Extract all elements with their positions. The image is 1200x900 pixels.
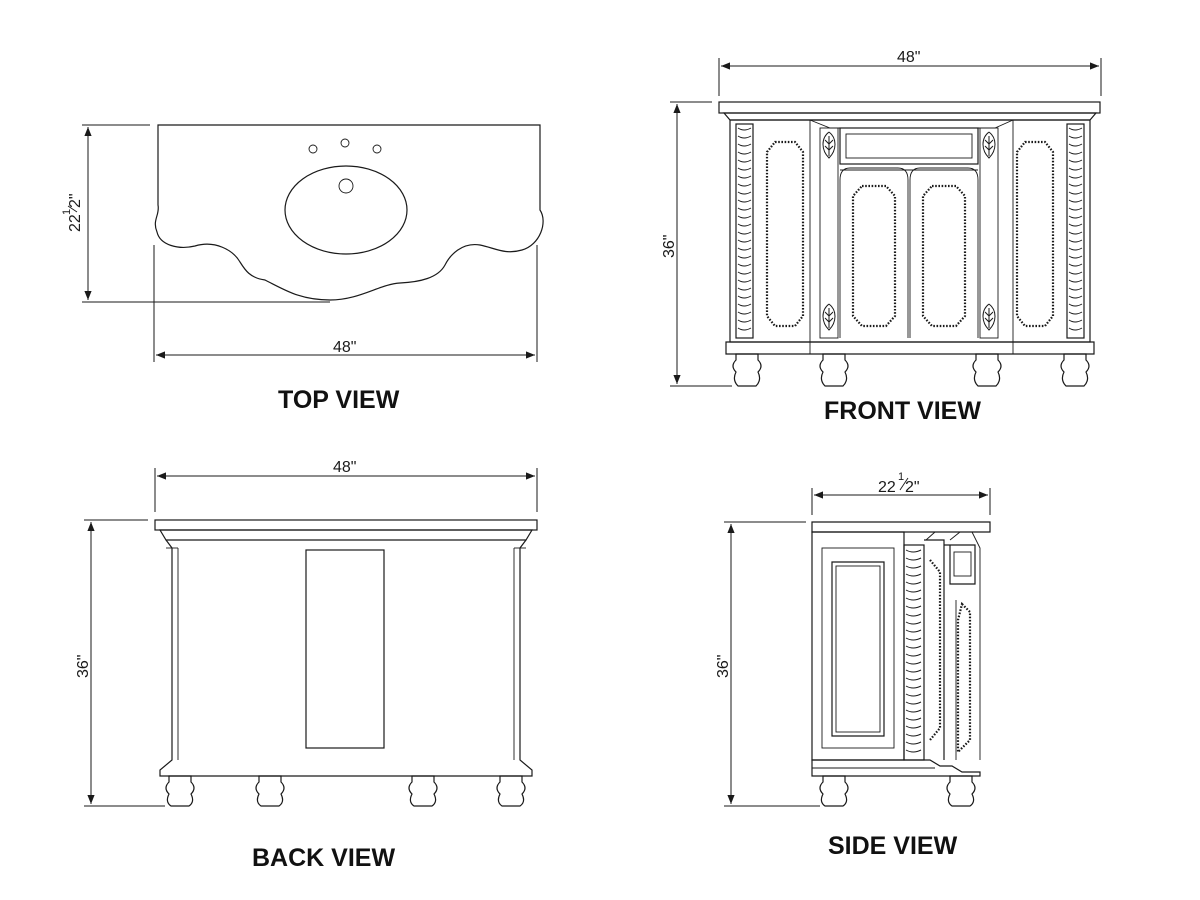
top-view-faucet-hole-left (308, 144, 318, 154)
side-view: 22 1 2" 36" SIDE VIEW (715, 471, 991, 860)
back-view-foot-1 (165, 775, 195, 807)
back-view-countertop (154, 519, 538, 531)
front-view-foot-2 (819, 353, 849, 387)
side-view-foot-back (946, 775, 976, 807)
side-view-depth-label: 22 (878, 479, 896, 496)
top-view-countertop (154, 124, 544, 301)
svg-text:2": 2" (905, 479, 920, 496)
front-view-foot-1 (732, 353, 762, 387)
svg-text:1: 1 (898, 471, 904, 483)
back-view-width-label: 48" (333, 459, 356, 476)
front-view-countertop (718, 101, 1101, 114)
front-view-right-acanthus-bottom (982, 303, 996, 331)
top-view-basin (284, 165, 408, 255)
front-view-foot-4 (1060, 353, 1090, 387)
top-view-faucet-hole-right (372, 144, 382, 154)
front-view-left-rope-column (737, 127, 752, 331)
front-view-left-door (839, 167, 909, 338)
front-view-right-side-panel (1015, 140, 1055, 328)
top-view-title: TOP VIEW (278, 386, 400, 414)
side-view-side-panel (831, 561, 885, 737)
front-view-drawer (839, 127, 979, 165)
front-view-width-label: 48" (897, 49, 920, 66)
top-view-depth-label: 22 (67, 214, 84, 232)
back-view-foot-4 (496, 775, 526, 807)
svg-text:2": 2" (67, 193, 84, 208)
side-view-countertop (811, 521, 991, 533)
side-view-height-label: 36" (715, 655, 732, 678)
top-view-faucet-hole-center (340, 138, 350, 148)
front-view-right-acanthus-top (982, 131, 996, 159)
front-view: 48" 36" FRONT VIEW (661, 49, 1102, 425)
front-view-right-door (909, 167, 979, 338)
back-view: 48" 36" BACK VIEW (75, 459, 538, 872)
back-view-title: BACK VIEW (252, 844, 395, 872)
back-view-height-label: 36" (75, 655, 92, 678)
front-view-left-side-panel (765, 140, 805, 328)
front-view-height-label: 36" (661, 235, 678, 258)
top-view-width-label: 48" (333, 339, 356, 356)
back-view-foot-3 (408, 775, 438, 807)
side-view-title: SIDE VIEW (828, 832, 958, 860)
back-view-foot-2 (255, 775, 285, 807)
side-view-rope-column (905, 549, 922, 753)
front-view-right-rope-column (1068, 127, 1083, 331)
front-view-left-acanthus-top (822, 131, 836, 159)
top-view-drain (338, 178, 354, 194)
front-view-foot-3 (972, 353, 1002, 387)
svg-text:1: 1 (61, 209, 73, 215)
front-view-left-acanthus-bottom (822, 303, 836, 331)
back-view-cabinet-body (159, 539, 533, 777)
front-view-title: FRONT VIEW (824, 397, 981, 425)
side-view-foot-front (819, 775, 849, 807)
top-view: 22 1 2" 48" TOP VIEW (61, 124, 544, 414)
back-view-service-panel (305, 549, 385, 749)
